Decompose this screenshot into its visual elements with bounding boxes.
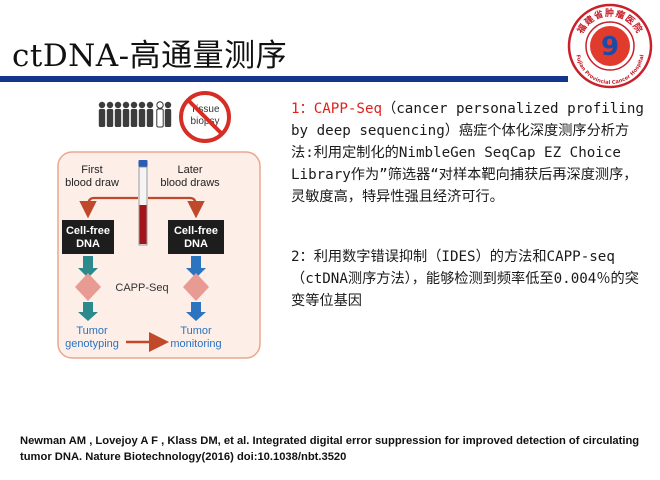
- to-first-arrow: [79, 196, 138, 219]
- diamond-right: [183, 273, 209, 301]
- tissue-biopsy-label-line2: biopsy: [191, 116, 220, 127]
- later-draw-label-line2: blood draws: [160, 177, 220, 189]
- capp-seq-label: CAPP-Seq: [115, 282, 168, 294]
- no-tissue-biopsy-icon: Tissue biopsy: [179, 91, 231, 143]
- blue-arrow-upper: [186, 256, 206, 278]
- cellfree-dna-box-left: [62, 220, 114, 254]
- slide-title: ctDNA-高通量测序: [12, 38, 288, 74]
- tumor-genotyping-line2: genotyping: [65, 338, 119, 350]
- tissue-biopsy-label-line1: Tissue: [190, 104, 220, 115]
- bullet-point-2: 2：利用数字错误抑制（IDES）的方法和CAPP-seq（ctDNA测序方法），…: [291, 249, 639, 309]
- bullet-1-body: （cancer personalized profiling by deep s…: [291, 101, 644, 205]
- hospital-logo: 福建省肿瘤医院 Fujian Provincial Cancer Hospita…: [567, 3, 653, 89]
- tumor-genotyping-line1: Tumor: [76, 325, 108, 337]
- tumor-monitoring-line2: monitoring: [170, 338, 221, 350]
- title-underline-bar: [0, 76, 568, 82]
- logo-center-glyph: 9: [601, 32, 619, 62]
- patient-group-icon: [98, 101, 172, 128]
- blood-tube-icon: [138, 160, 148, 246]
- blue-arrow-lower: [186, 302, 206, 321]
- bullet-1-prefix: 1：CAPP-Seq: [291, 101, 383, 117]
- cellfree-right-line1: Cell-free: [174, 225, 218, 237]
- later-draw-label-line1: Later: [177, 164, 202, 176]
- workflow-panel: [57, 151, 261, 359]
- tumor-monitoring-line1: Tumor: [180, 325, 212, 337]
- citation: Newman AM , Lovejoy A F , Klass DM, et a…: [20, 435, 640, 463]
- cellfree-left-line2: DNA: [76, 238, 100, 250]
- diamond-left: [75, 273, 101, 301]
- teal-arrow-lower: [78, 302, 98, 321]
- first-draw-label-line1: First: [81, 164, 102, 176]
- capp-seq-workflow-figure: Tissue biopsy First blood draw Later blo…: [57, 91, 261, 359]
- cellfree-left-line1: Cell-free: [66, 225, 110, 237]
- first-draw-label-line2: blood draw: [65, 177, 119, 189]
- to-later-arrow: [148, 196, 205, 219]
- bullet-point-1: 1：CAPP-Seq（cancer personalized profiling…: [291, 98, 649, 208]
- cellfree-dna-box-right: [168, 220, 224, 254]
- teal-arrow-upper: [78, 256, 98, 278]
- cellfree-right-line2: DNA: [184, 238, 208, 250]
